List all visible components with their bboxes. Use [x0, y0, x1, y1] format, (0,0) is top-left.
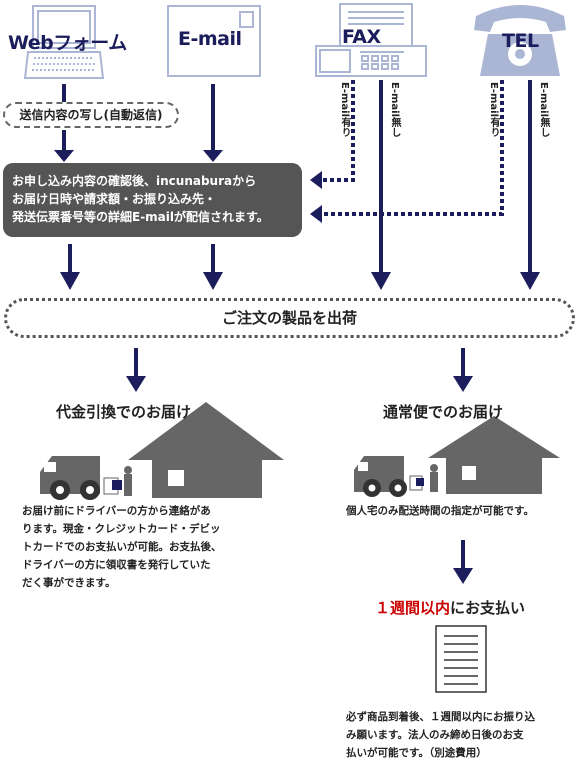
fax-email-yes-label: E-mail有り [339, 82, 350, 138]
flow-arrows [62, 80, 532, 576]
tel-email-yes-label: E-mail有り [488, 82, 499, 138]
payment-line: み願います。法人のみ締め日後のお支 [346, 729, 524, 741]
fax-email-no-label: E-mail無し [389, 82, 400, 138]
fax-icon [315, 3, 427, 77]
regular-title: 通常便でのお届け [383, 403, 504, 421]
channel-label-email: E-mail [178, 28, 242, 50]
envelope-icon [167, 5, 261, 77]
confirmation-line: お申し込み内容の確認後、incunaburaから [12, 174, 257, 188]
cod-description: お届け前にドライバーの方から連絡があ ります。現金・クレジットカード・デビッ ト… [22, 502, 222, 592]
computer-icon [23, 5, 105, 79]
telephone-icon [474, 5, 566, 76]
cod-line: ドライバーの方に領収書を発行していた [22, 559, 211, 571]
payment-line: 払いが可能です。（別途費用） [346, 747, 487, 759]
regular-truck-house [354, 416, 560, 497]
regular-note: 個人宅のみ配送時間の指定が可能です。 [346, 505, 534, 517]
payment-deadline-highlight: １週間以内 [375, 599, 451, 617]
arrow-heads [54, 150, 540, 584]
shipping-box: ご注文の製品を出荷 [4, 298, 575, 338]
cod-title: 代金引換でのお届け [56, 403, 192, 421]
channel-label-web: Webフォーム [8, 32, 127, 54]
payment-line: 必ず商品到着後、１週間以内にお振り込 [346, 711, 535, 723]
channel-label-fax: FAX [342, 26, 381, 48]
payment-description: 必ず商品到着後、１週間以内にお振り込 み願います。法人のみ締め日後のお支 払いが… [346, 708, 535, 762]
auto-reply-note: 送信内容の写し(自動返信) [3, 102, 179, 128]
cod-line: ります。現金・クレジットカード・デビッ [22, 523, 221, 535]
confirmation-line: 発送伝票番号等の詳細E-mailが配信されます。 [12, 210, 269, 224]
confirmation-line: お届け日時や請求額・お振り込み先・ [12, 192, 217, 206]
invoice-document-icon [435, 625, 487, 693]
channel-label-tel: TEL [502, 30, 539, 52]
payment-deadline-suffix: にお支払い [450, 599, 526, 617]
cod-line: お届け前にドライバーの方から連絡があ [22, 505, 211, 517]
dotted-arrows [322, 80, 504, 216]
tel-email-no-label: E-mail無し [538, 82, 549, 138]
confirmation-message-box: お申し込み内容の確認後、incunaburaから お届け日時や請求額・お振り込み… [3, 163, 302, 237]
payment-deadline-title: １週間以内にお支払い [375, 597, 525, 618]
cod-line: だく事ができます。 [22, 577, 116, 589]
cod-truck-house [40, 402, 284, 500]
cod-line: トカードでのお支払いが可能。お支払後、 [22, 541, 222, 553]
